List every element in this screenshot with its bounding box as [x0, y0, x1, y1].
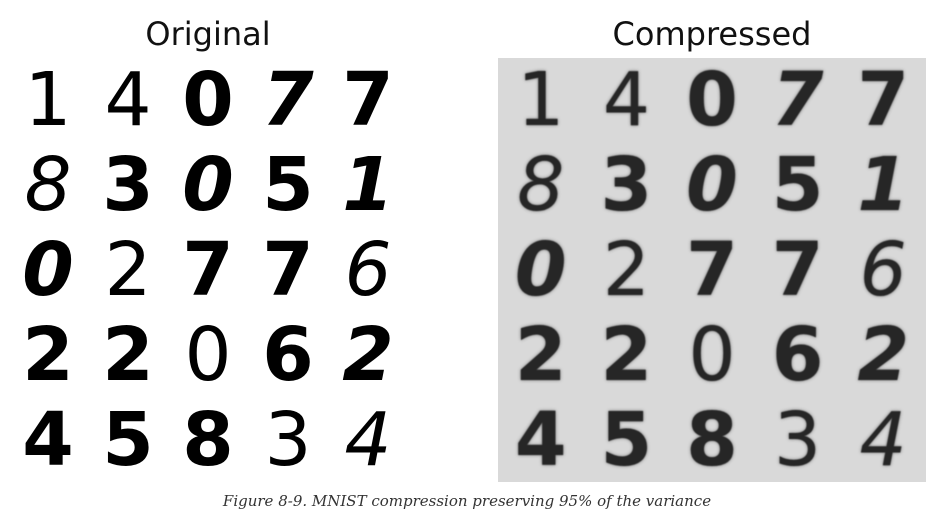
digit-cell: 6	[344, 226, 392, 313]
digit-cell: 2	[104, 226, 152, 313]
digit-cell: 3	[600, 142, 653, 229]
digit-cell: 1	[857, 142, 909, 229]
digit-cell: 5	[102, 396, 154, 483]
digit-cell: 0	[686, 57, 738, 144]
digit-cell: 2	[857, 311, 909, 398]
digit-cell: 2	[22, 311, 74, 398]
digit-cell: 7	[182, 226, 234, 313]
digit-cell: 4	[104, 57, 152, 144]
digit-cell: 7	[342, 57, 394, 144]
digit-cell: 3	[102, 142, 154, 229]
digit-cell: 2	[515, 311, 567, 398]
digit-cell: 0	[688, 311, 736, 398]
figure-caption: Figure 8-9. MNIST compression preserving…	[222, 492, 712, 510]
digit-cell: 4	[515, 396, 567, 483]
compressed-panel-title: Compressed	[612, 15, 812, 53]
digit-cell: 6	[771, 311, 824, 398]
original-digits-panel: 1 4 0 7 7 8 3 0 5 1 0 2 7 7 6 2 2 0 6 2 …	[8, 58, 408, 482]
digit-cell: 0	[182, 57, 234, 144]
original-panel-title: Original	[145, 15, 271, 53]
compressed-digits-panel: 1 4 0 7 7 8 3 0 5 1 0 2 7 7 6 2 2 0 6 2 …	[498, 58, 926, 482]
compressed-digit-grid: 1 4 0 7 7 8 3 0 5 1 0 2 7 7 6 2 2 0 6 2 …	[498, 58, 926, 482]
digit-cell: 7	[686, 226, 738, 313]
digit-cell: 6	[262, 311, 314, 398]
digit-cell: 0	[182, 142, 234, 229]
digit-cell: 0	[686, 142, 738, 229]
digit-cell: 8	[686, 396, 738, 483]
digit-cell: 7	[771, 226, 824, 313]
digit-cell: 3	[264, 396, 312, 483]
digit-cell: 2	[102, 311, 154, 398]
digit-cell: 2	[342, 311, 394, 398]
digit-cell: 7	[857, 57, 909, 144]
digit-cell: 2	[602, 226, 650, 313]
digit-cell: 3	[774, 396, 822, 483]
digit-cell: 4	[859, 396, 907, 483]
digit-cell: 7	[771, 57, 824, 144]
digit-cell: 4	[22, 396, 74, 483]
digit-cell: 5	[771, 142, 824, 229]
digit-cell: 7	[262, 57, 314, 144]
digit-cell: 7	[262, 226, 314, 313]
digit-cell: 8	[24, 142, 72, 229]
digit-cell: 0	[515, 226, 567, 313]
digit-cell: 6	[859, 226, 907, 313]
digit-cell: 2	[600, 311, 653, 398]
digit-cell: 0	[184, 311, 232, 398]
digit-cell: 4	[602, 57, 650, 144]
digit-cell: 1	[24, 57, 72, 144]
digit-cell: 8	[182, 396, 234, 483]
digit-cell: 1	[517, 57, 565, 144]
digit-cell: 5	[600, 396, 653, 483]
digit-cell: 1	[342, 142, 394, 229]
digit-cell: 4	[344, 396, 392, 483]
original-digit-grid: 1 4 0 7 7 8 3 0 5 1 0 2 7 7 6 2 2 0 6 2 …	[8, 58, 408, 482]
digit-cell: 5	[262, 142, 314, 229]
digit-cell: 0	[22, 226, 74, 313]
digit-cell: 8	[517, 142, 565, 229]
